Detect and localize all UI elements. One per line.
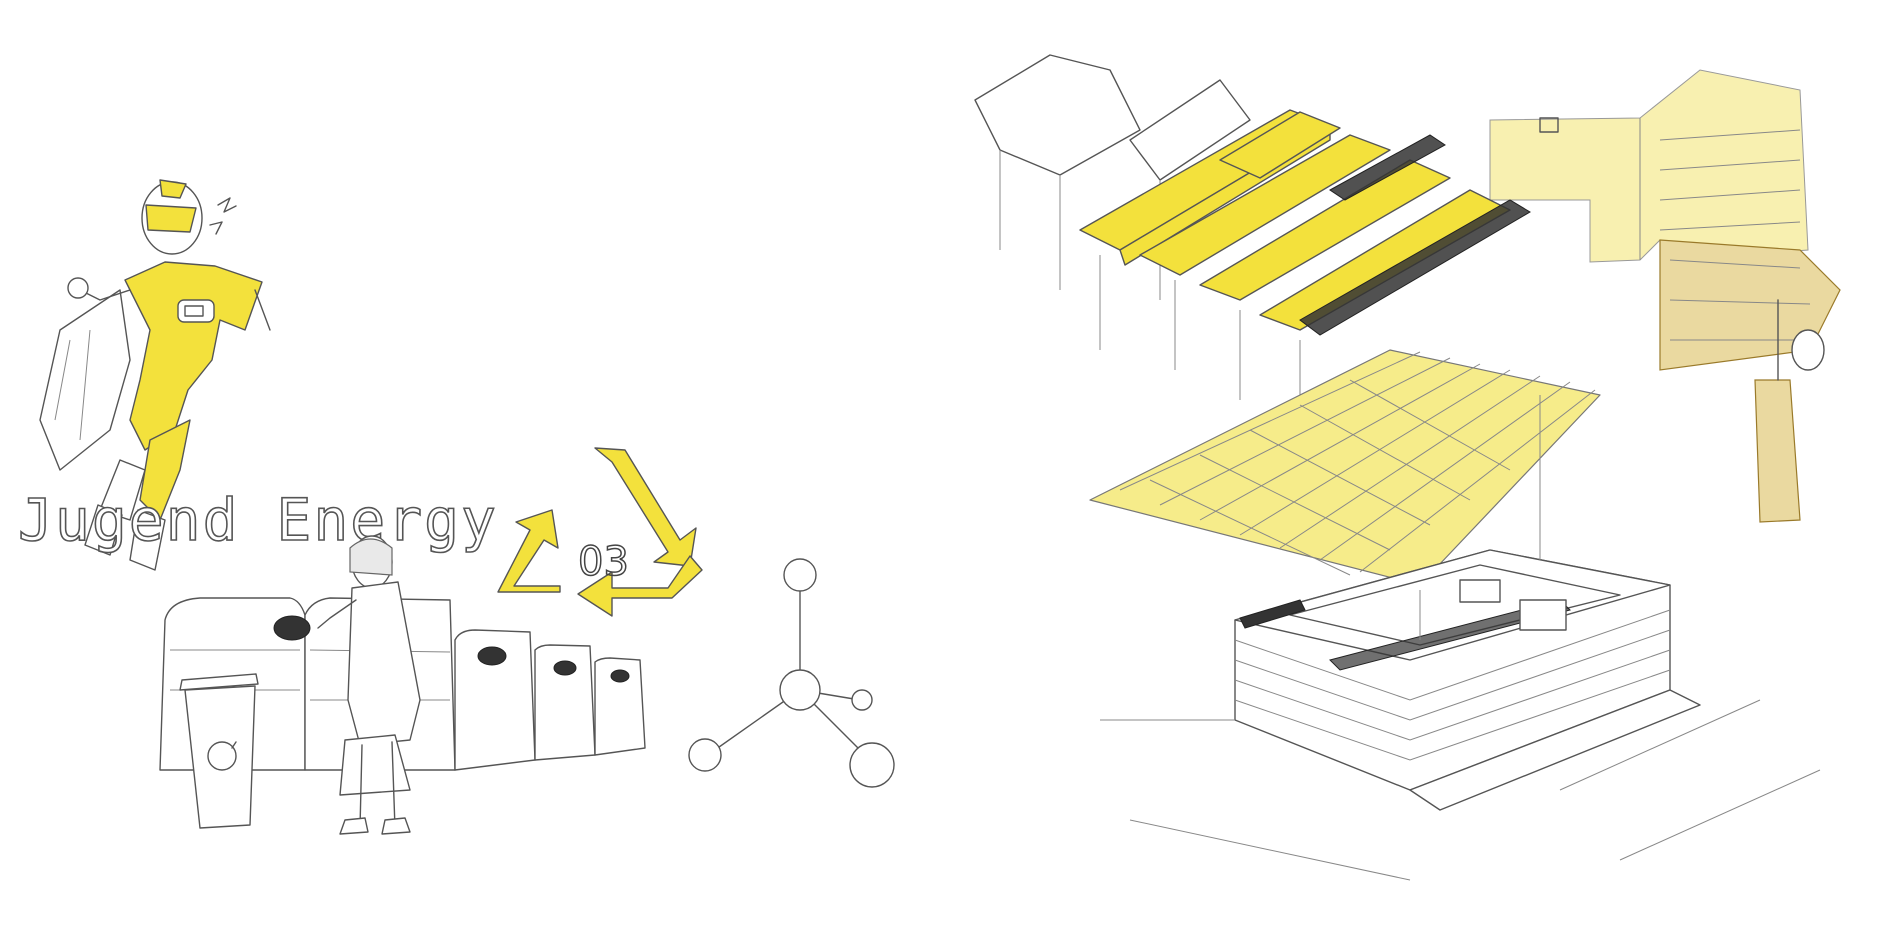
construction-guidelines	[1174, 280, 1541, 640]
ochre-building-with-person	[1659, 239, 1841, 523]
jugend-energy-title: Jugend Energy	[18, 486, 498, 554]
yellow-tower-building	[1489, 69, 1809, 263]
woman-figure	[317, 535, 421, 835]
trash-bin	[179, 673, 259, 829]
louver-roof-layer	[1089, 349, 1601, 586]
recycling-code-label: 03	[578, 539, 629, 585]
base-building	[1100, 549, 1821, 881]
roof-layer-solar-panels	[1079, 109, 1531, 430]
molecule-icon	[688, 558, 895, 788]
superhero-figure	[39, 179, 271, 571]
recycling-symbol-icon: 03	[497, 447, 703, 617]
